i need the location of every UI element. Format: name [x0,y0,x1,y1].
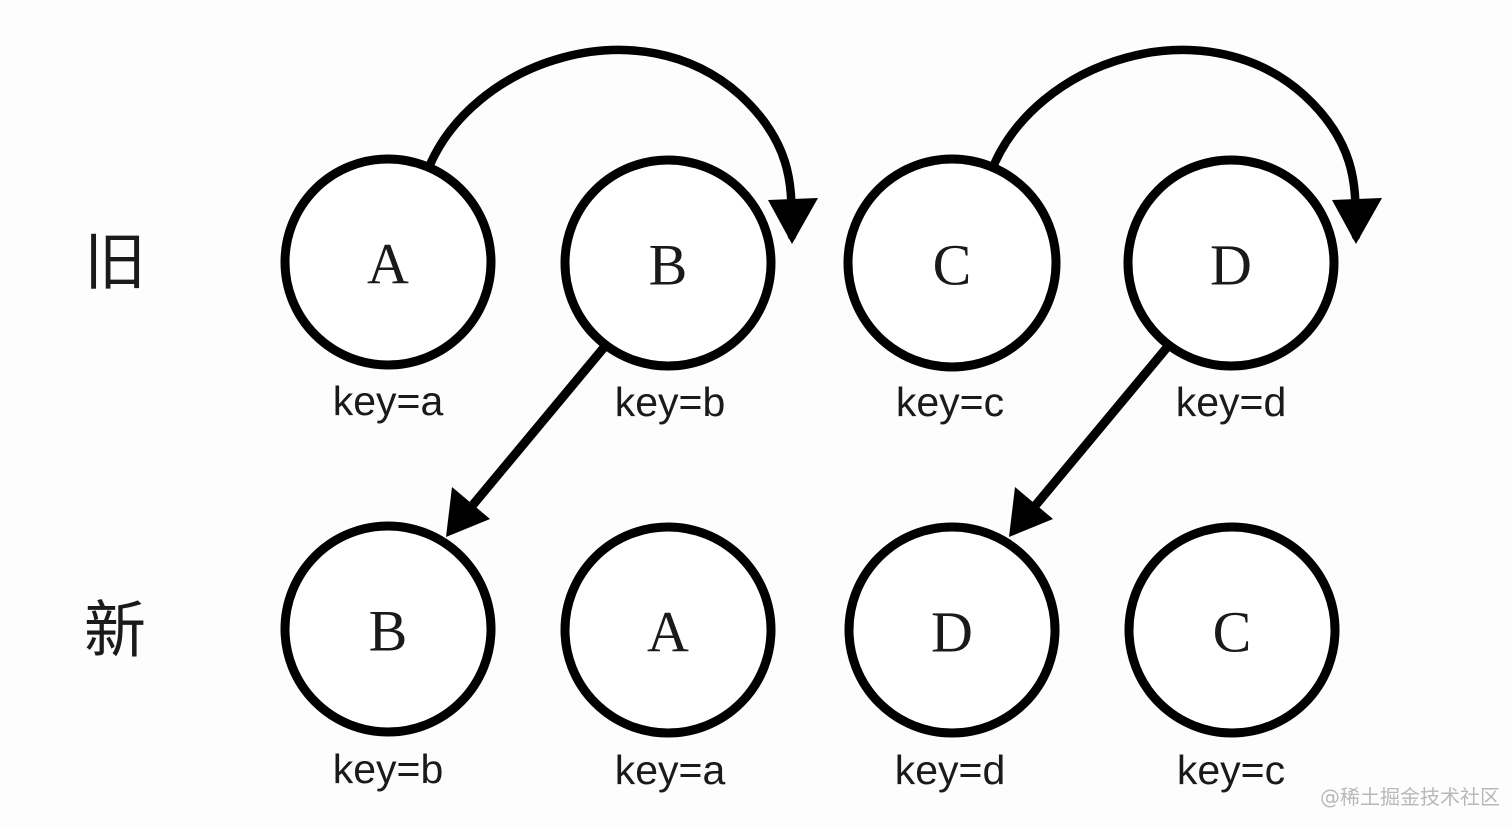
line-b-to-new-b-path [448,342,610,533]
node-letter: B [649,233,688,298]
row-labels: 旧 新 [84,226,146,667]
row-label-new: 新 [84,594,146,667]
line-d-to-new-d-path [1011,342,1173,533]
arrow-line-d-to-new-d [1009,342,1173,537]
node-new-d[interactable]: D key=d [844,522,1060,793]
node-circle[interactable] [280,521,496,737]
node-circle[interactable] [1124,522,1340,738]
node-circle[interactable] [843,154,1061,372]
arrow-layer [422,45,1382,537]
node-new-a[interactable]: A key=a [560,522,776,793]
row-label-old: 旧 [84,226,146,299]
line-d-to-new-d-arrowhead [1009,487,1053,537]
arc-a-over-b-path [422,45,797,241]
node-letter: A [647,600,689,665]
node-key-label: key=c [896,379,1004,425]
node-letter: C [933,233,972,298]
node-key-label: key=d [895,747,1006,793]
node-circle[interactable] [560,522,776,738]
node-letter: D [1210,233,1252,298]
node-key-label: key=a [615,747,726,793]
node-circle[interactable] [1123,155,1339,371]
node-circle[interactable] [844,522,1060,738]
node-new-c[interactable]: C key=c [1124,522,1340,793]
node-key-label: key=d [1176,379,1287,425]
node-new-b[interactable]: B key=b [280,521,496,792]
node-letter: A [367,232,409,297]
node-letter: D [931,600,973,665]
node-old-b[interactable]: B key=b [560,155,776,425]
node-key-label: key=b [333,746,444,792]
line-b-to-new-b-arrowhead [446,487,490,537]
arc-c-over-d-arrowhead [1332,198,1382,244]
node-key-label: key=a [333,378,444,424]
new-row-nodes: B key=b A key=a D key=d C key=c [280,521,1340,793]
node-circle[interactable] [560,155,776,371]
arrow-arc-a-over-b [422,45,818,244]
node-old-a[interactable]: A key=a [280,154,496,424]
old-row-nodes: A key=a B key=b C key=c D key=d [280,154,1339,425]
node-old-c[interactable]: C key=c [843,154,1061,425]
arc-a-over-b-arrowhead [768,198,818,244]
watermark: @稀土掘金技术社区 [1320,785,1500,809]
node-letter: B [369,599,408,664]
arrow-arc-c-over-d [986,45,1382,244]
node-key-label: key=c [1177,747,1285,793]
node-old-d[interactable]: D key=d [1123,155,1339,425]
node-key-label: key=b [615,379,726,425]
node-letter: C [1213,600,1252,665]
arc-c-over-d-path [986,45,1361,241]
arrow-line-b-to-new-b [446,342,610,537]
node-circle[interactable] [280,154,496,370]
